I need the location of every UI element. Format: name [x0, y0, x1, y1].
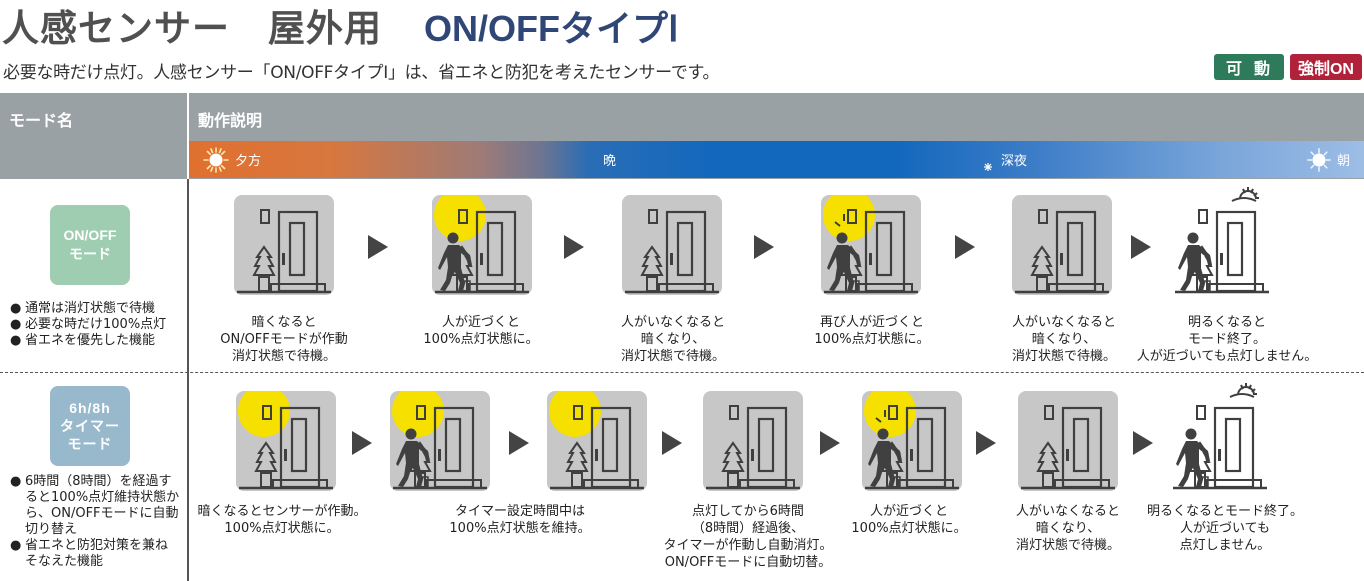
step-illustration-dark: [1012, 195, 1112, 295]
step-illustration-dark: [622, 195, 722, 295]
mode-onoff-badge: ON/OFF モード: [50, 205, 130, 285]
mode-timer-features: 6時間（8時間）を経過すると100%点灯維持状態から、ON/OFFモードに自動切…: [10, 474, 180, 570]
step-illustration-dark: [703, 391, 803, 491]
step-caption: タイマー設定時間中は 100%点灯状態を維持。: [449, 504, 591, 536]
step-illustration-dark: [234, 195, 334, 295]
arrow-icon: [509, 431, 529, 455]
arrow-icon: [564, 235, 584, 259]
step-illustration-lit-person-again: [862, 391, 962, 491]
step-illustration-lit: [236, 391, 336, 491]
time-morning: 朝: [1307, 141, 1350, 178]
mode-onoff-line1: ON/OFF: [63, 227, 117, 243]
step-caption: 再び人が近づくと 100%点灯状態に。: [814, 315, 930, 347]
feature-item: 6時間（8時間）を経過すると100%点灯維持状態から、ON/OFFモードに自動切…: [10, 474, 180, 538]
step-caption: 暗くなると ON/OFFモードが作動 消灯状態で待機。: [220, 315, 348, 364]
arrow-icon: [1133, 431, 1153, 455]
feature-item: 省エネを優先した機能: [10, 333, 166, 349]
sun-icon: [1307, 147, 1331, 172]
time-midnight: 深夜: [967, 141, 1027, 178]
step-caption: 明るくなると モード終了。 人が近づいても点灯しません。: [1136, 315, 1318, 364]
badge-movable: 可動: [1214, 54, 1284, 80]
header-divider: [187, 93, 189, 179]
mode-timer-line2: タイマー: [60, 418, 120, 434]
time-evening-label: 夕方: [235, 154, 262, 169]
arrow-icon: [754, 235, 774, 259]
step-caption: 人が近づくと 100%点灯状態に。: [851, 504, 967, 536]
time-morning-label: 朝: [1337, 154, 1351, 169]
arrow-icon: [976, 431, 996, 455]
arrow-icon: [820, 431, 840, 455]
page-title: 人感センサー 屋外用 ON/OFFタイプⅠ: [2, 0, 679, 50]
arrow-icon: [662, 431, 682, 455]
step-caption: 人がいなくなると 暗くなり、 消灯状態で待機。: [620, 315, 726, 364]
title-sensor: 人感センサー: [2, 7, 230, 50]
feature-item: 必要な時だけ100%点灯: [10, 317, 166, 333]
moon-icon: [583, 150, 592, 169]
step-illustration-dark: [1018, 391, 1118, 491]
feature-item: 通常は消灯状態で待機: [10, 301, 166, 317]
step-caption: 明るくなるとモード終了。 人が近づいても 点灯しません。: [1146, 504, 1304, 553]
step-illustration-lit: [547, 391, 647, 491]
time-night-label: 晩: [603, 154, 617, 169]
time-evening: 夕方: [203, 141, 261, 178]
title-outdoor: 屋外用: [268, 7, 382, 50]
step-illustration-lit-person-again: [821, 195, 921, 295]
arrow-icon: [368, 235, 388, 259]
step-caption: 点灯してから6時間 （8時間）経過後、 タイマーが作動し自動消灯。 ON/OFF…: [663, 504, 833, 570]
time-night: 晩: [577, 141, 616, 178]
moon-star-icon: [973, 149, 992, 171]
header-mode-name: モード名: [0, 93, 187, 179]
badge-force-on: 強制ON: [1290, 54, 1362, 80]
time-bar: 夕方 晩 深夜 朝: [189, 141, 1364, 178]
column-divider: [187, 179, 189, 581]
step-caption: 人がいなくなると 暗くなり、 消灯状態で待機。: [1011, 315, 1117, 364]
arrow-icon: [955, 235, 975, 259]
step-caption: 人が近づくと 100%点灯状態に。: [423, 315, 539, 347]
header-mode-name-label: モード名: [9, 111, 74, 130]
step-illustration-lit-person: [432, 195, 532, 295]
step-caption: 暗くなるとセンサーが作動。 100%点灯状態に。: [197, 504, 367, 536]
arrow-icon: [1131, 235, 1151, 259]
feature-item: 省エネと防犯対策を兼ねそなえた機能: [10, 538, 180, 570]
mode-onoff-features: 通常は消灯状態で待機 必要な時だけ100%点灯 省エネを優先した機能: [10, 301, 166, 349]
mode-onoff-line2: モード: [69, 246, 111, 262]
arrow-icon: [352, 431, 372, 455]
subtitle: 必要な時だけ点灯。人感センサー「ON/OFFタイプⅠ」は、省エネと防犯を考えたセ…: [3, 63, 720, 83]
mode-timer-line3: モード: [67, 436, 113, 452]
title-type: ON/OFFタイプⅠ: [424, 8, 679, 49]
mode-timer-badge: 6h/8h タイマー モード: [50, 386, 130, 466]
mode-timer-line1: 6h/8h: [69, 400, 111, 416]
step-caption: 人がいなくなると 暗くなり、 消灯状態で待機。: [1015, 504, 1121, 553]
step-illustration-morning: [1170, 382, 1270, 491]
sun-icon: [203, 146, 229, 173]
header-operation-label: 動作説明: [198, 111, 263, 130]
step-illustration-morning: [1172, 186, 1272, 295]
time-midnight-label: 深夜: [1001, 154, 1028, 169]
row-divider: [0, 372, 1364, 373]
step-illustration-lit-person: [390, 391, 490, 491]
